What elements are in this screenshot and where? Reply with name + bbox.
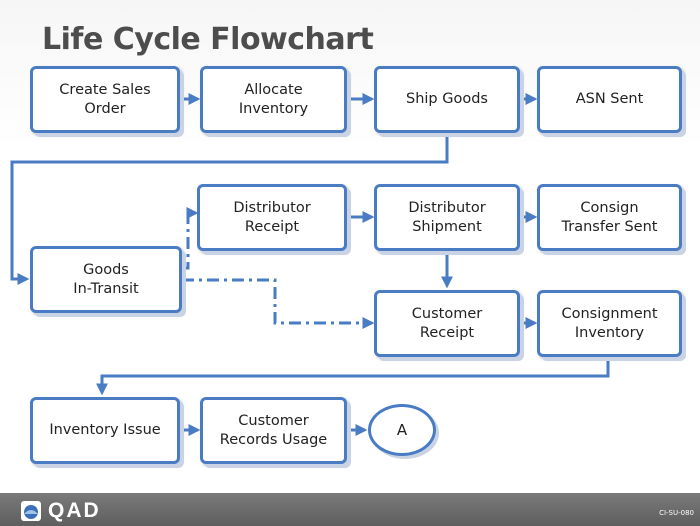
footer-bar bbox=[0, 493, 700, 526]
box-create-sales-order: Create Sales Order bbox=[30, 66, 180, 133]
arrow-ship-to-goods-transit bbox=[10, 134, 449, 285]
dashed-arrow-transit-to-distributor-receipt bbox=[182, 207, 199, 270]
box-goods-in-transit-label: Goods In-Transit bbox=[73, 261, 139, 297]
qad-logo-text: QAD bbox=[48, 499, 101, 522]
connector-arrows bbox=[10, 93, 610, 436]
box-consignment-inventory-label: Consignment Inventory bbox=[561, 305, 658, 341]
slide-code: CI-SU-080 bbox=[659, 509, 694, 517]
box-asn-sent-label: ASN Sent bbox=[575, 91, 644, 107]
box-asn-sent: ASN Sent bbox=[537, 66, 682, 133]
box-consignment-inventory: Consignment Inventory bbox=[537, 290, 682, 357]
box-ship-goods-label: Ship Goods bbox=[406, 91, 488, 107]
box-distributor-receipt-label: Distributor Receipt bbox=[233, 199, 311, 235]
box-customer-records-usage-label: Customer Records Usage bbox=[219, 412, 328, 448]
connector-a-circle: A bbox=[368, 404, 436, 456]
box-goods-in-transit: Goods In-Transit bbox=[30, 246, 182, 313]
box-inventory-issue-label: Inventory Issue bbox=[49, 422, 161, 438]
box-customer-records-usage: Customer Records Usage bbox=[200, 397, 347, 464]
box-distributor-shipment-label: Distributor Shipment bbox=[408, 199, 486, 235]
qad-logo-icon bbox=[21, 501, 41, 521]
dashed-arrow-transit-to-customer-receipt bbox=[182, 278, 375, 329]
box-consign-transfer-sent: Consign Transfer Sent bbox=[537, 184, 682, 251]
box-customer-receipt-label: Customer Receipt bbox=[411, 305, 483, 341]
box-create-sales-order-label: Create Sales Order bbox=[59, 81, 151, 117]
box-distributor-shipment: Distributor Shipment bbox=[374, 184, 520, 251]
box-inventory-issue: Inventory Issue bbox=[30, 397, 180, 464]
box-distributor-receipt: Distributor Receipt bbox=[197, 184, 347, 251]
box-allocate-inventory: Allocate Inventory bbox=[200, 66, 347, 133]
connector-a-label: A bbox=[396, 421, 408, 439]
qad-logo: QAD bbox=[20, 499, 101, 523]
box-allocate-inventory-label: Allocate Inventory bbox=[238, 81, 309, 117]
box-ship-goods: Ship Goods bbox=[374, 66, 520, 133]
arrow-consignment-to-inventory-issue bbox=[96, 358, 610, 396]
box-customer-receipt: Customer Receipt bbox=[374, 290, 520, 357]
box-consign-transfer-sent-label: Consign Transfer Sent bbox=[561, 199, 658, 235]
page-title: Life Cycle Flowchart bbox=[42, 22, 374, 57]
